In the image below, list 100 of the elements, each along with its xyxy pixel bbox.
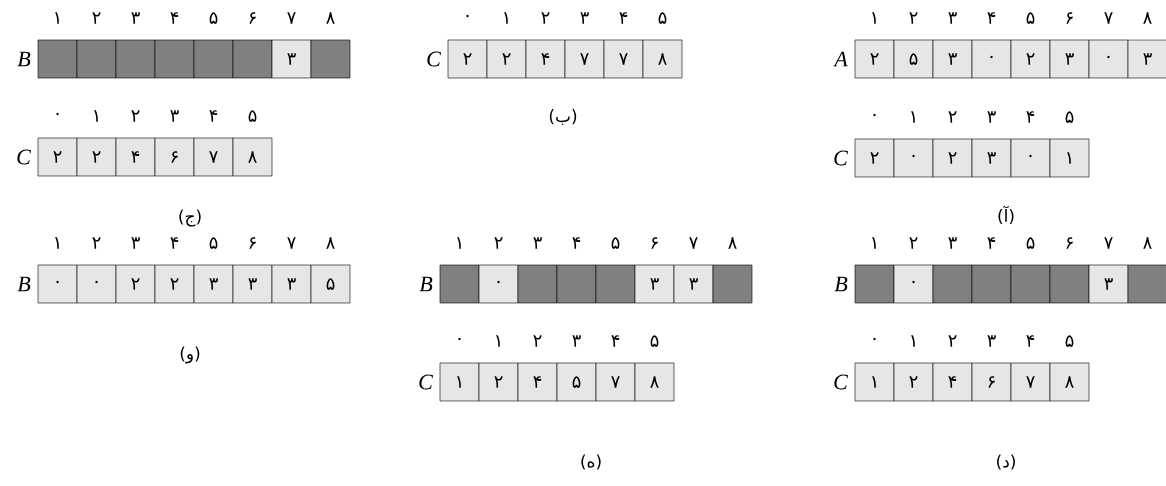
index-number: ۴ [1026,335,1035,347]
index-number: ۸ [728,237,737,249]
array-cell: ۵ [893,39,934,79]
array-cell: ۰ [971,39,1012,79]
array-cell: ۲ [893,362,934,402]
index-number: ۳ [170,110,179,122]
index-number: ۲ [948,111,957,123]
index-number: ۵ [611,237,620,249]
array-cell: ۶ [971,362,1012,402]
array-cell [971,264,1012,304]
array-cell: ۰ [37,264,78,304]
index-number: ۷ [287,12,296,24]
index-number: ۲ [494,237,503,249]
index-number: ۵ [1065,335,1074,347]
index-number: ۱ [872,12,876,24]
array-cell: ۲ [115,264,156,304]
array-cell [1010,264,1051,304]
array-cell: ۱ [1049,138,1090,178]
array-cell: ۳ [971,138,1012,178]
index-number: ۷ [1104,12,1113,24]
array-name: B [17,51,31,67]
array-cell: ۳ [932,39,973,79]
array-cell [37,39,78,79]
array-cell: ۱ [854,362,895,402]
index-number: ۷ [287,237,296,249]
index-number: ۴ [572,237,581,249]
index-number: ۲ [92,12,101,24]
index-number: ۳ [131,237,140,249]
index-number: ۵ [1065,111,1074,123]
array-cell: ۰ [1010,138,1051,178]
array-cell [712,264,753,304]
index-number: ۴ [987,237,996,249]
index-number: ۲ [92,237,101,249]
array-cell: ۷ [1010,362,1051,402]
panel-caption: (ه) [581,454,601,470]
index-number: ۲ [909,237,918,249]
index-number: ۸ [1143,12,1152,24]
index-number: ۰ [56,112,59,116]
index-number: ۵ [209,12,218,24]
index-number: ۱ [911,111,915,123]
index-number: ۸ [326,237,335,249]
array-name: B [17,276,31,292]
array-cell [232,39,273,79]
array-cell: ۸ [1049,362,1090,402]
index-number: ۸ [1143,237,1152,249]
index-number: ۲ [131,110,140,122]
index-number: ۴ [170,237,179,249]
array-name: A [833,51,848,67]
index-number: ۳ [987,111,996,123]
array-cell [556,264,597,304]
index-number: ۲ [948,335,957,347]
index-number: ۱ [872,237,876,249]
index-number: ۴ [619,12,628,24]
index-number: ۳ [533,237,542,249]
panel-caption: (د) [997,454,1015,470]
index-number: ۴ [1026,111,1035,123]
array-cell: ۷ [564,39,605,79]
array-cell: ۳ [271,264,312,304]
index-number: ۱ [94,110,98,122]
array-name: C [419,374,433,390]
index-number: ۶ [1066,237,1073,249]
array-cell: ۲ [478,362,519,402]
array-cell: ۰ [1088,39,1129,79]
index-number: ۰ [458,337,461,341]
array-name: B [834,276,848,292]
array-cell [439,264,480,304]
array-cell: ۴ [932,362,973,402]
array-cell: ۷ [193,137,234,177]
index-number: ۳ [987,335,996,347]
array-cell: ۲ [932,138,973,178]
array-cell: ۰ [76,264,117,304]
array-cell: ۸ [232,137,273,177]
array-cell: ۲ [154,264,195,304]
array-cell: ۸ [642,39,683,79]
index-number: ۴ [987,12,996,24]
array-cell [517,264,558,304]
array-cell: ۲ [854,138,895,178]
index-number: ۶ [249,12,256,24]
index-number: ۴ [170,12,179,24]
array-cell [115,39,156,79]
index-number: ۳ [572,335,581,347]
array-cell: ۲ [447,39,488,79]
array-cell: ۷ [595,362,636,402]
index-number: ۳ [948,237,957,249]
index-number: ۲ [541,12,550,24]
array-cell: ۲ [854,39,895,79]
panel-caption: (و) [180,346,200,364]
array-name: C [834,374,848,390]
index-number: ۱ [55,12,59,24]
index-number: ۶ [651,237,658,249]
array-cell: ۴ [115,137,156,177]
array-name: B [419,276,433,292]
index-number: ۳ [131,12,140,24]
index-number: ۲ [533,335,542,347]
array-cell: ۳ [1127,39,1166,79]
index-number: ۵ [1026,12,1035,24]
array-cell: ۸ [634,362,675,402]
array-cell [76,39,117,79]
index-number: ۴ [209,110,218,122]
array-cell: ۲ [37,137,78,177]
